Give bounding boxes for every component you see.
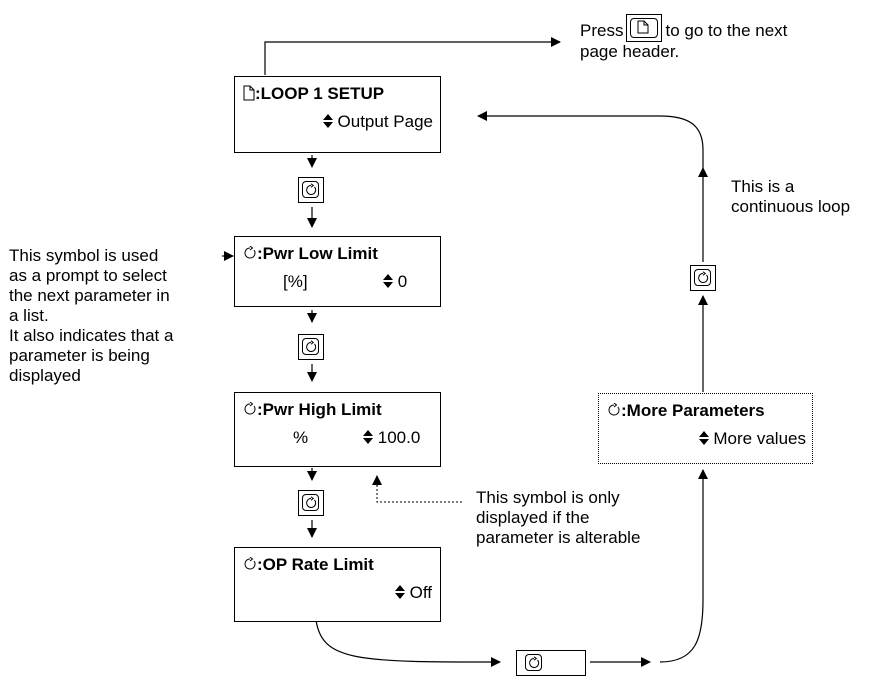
- scroll-icon: [698, 271, 709, 283]
- pwr-high-limit-box: :Pwr High Limit % 100.0: [234, 392, 441, 467]
- pwr-low-limit-box: :Pwr Low Limit [%] 0: [234, 236, 441, 307]
- prompt-symbol-note: This symbol is used as a prompt to selec…: [9, 246, 173, 386]
- scroll-button[interactable]: [298, 490, 324, 516]
- prompt-line1: This symbol is used: [9, 246, 159, 265]
- press-text-after: to go to the next: [665, 21, 788, 40]
- next-page-note: Press to go to the next page header.: [580, 14, 787, 62]
- pwr-high-value: 100.0: [377, 428, 421, 447]
- page-icon: [243, 85, 255, 101]
- next-header-connector: [264, 37, 561, 75]
- up-down-arrows-icon: [322, 112, 333, 131]
- scroll-icon: [244, 245, 256, 259]
- scroll-icon: [306, 496, 317, 508]
- scroll-button[interactable]: [298, 177, 324, 203]
- more-params-title: :More Parameters: [621, 401, 765, 420]
- more-parameters-box: :More Parameters More values: [598, 393, 813, 464]
- op-rate-title: :OP Rate Limit: [257, 555, 374, 574]
- page-button[interactable]: [626, 14, 663, 42]
- scroll-icon: [306, 340, 317, 352]
- scroll-button[interactable]: [516, 650, 586, 676]
- prompt-line4: a list.: [9, 306, 49, 325]
- prompt-line2: as a prompt to select: [9, 266, 167, 285]
- scroll-icon: [306, 183, 317, 195]
- up-down-arrows-icon: [363, 428, 373, 447]
- alterable-line1: This symbol is only: [476, 488, 620, 507]
- pwr-high-unit: %: [293, 428, 309, 447]
- op-rate-limit-box: :OP Rate Limit Off: [234, 547, 441, 622]
- op-rate-value: Off: [409, 583, 432, 602]
- press-text: Press: [580, 21, 624, 40]
- scroll-icon: [244, 556, 256, 570]
- scroll-icon: [244, 401, 256, 415]
- scroll-icon: [529, 656, 540, 668]
- up-down-arrows-icon: [394, 583, 405, 602]
- alterable-symbol-note: This symbol is only displayed if the par…: [476, 488, 640, 548]
- prompt-line7: displayed: [9, 366, 81, 385]
- scroll-button[interactable]: [298, 334, 324, 360]
- up-down-arrows-icon: [698, 429, 709, 448]
- continuous-loop-note: This is a continuous loop: [731, 177, 850, 217]
- up-down-arrows-icon: [383, 272, 393, 291]
- pwr-low-value: 0: [397, 272, 408, 291]
- bottom-curve: [315, 619, 501, 667]
- return-curve: [477, 111, 704, 168]
- loop-line1: This is a: [731, 177, 795, 196]
- pwr-low-unit: [%]: [283, 272, 308, 291]
- alterable-line3: parameter is alterable: [476, 528, 641, 547]
- scroll-icon: [608, 402, 620, 416]
- prompt-line5: It also indicates that a: [9, 326, 174, 345]
- loop-setup-box: :LOOP 1 SETUP Output Page: [234, 76, 441, 153]
- pwr-high-title: :Pwr High Limit: [257, 400, 382, 419]
- loop-setup-title: :LOOP 1 SETUP: [255, 84, 385, 103]
- prompt-line6: parameter is being: [9, 346, 150, 365]
- press-text-line2: page header.: [580, 42, 680, 61]
- page-icon: [637, 20, 649, 34]
- prompt-line3: the next parameter in: [9, 286, 170, 305]
- loop-setup-value: Output Page: [337, 112, 433, 131]
- more-params-value: More values: [713, 429, 806, 448]
- alterable-pointer: [376, 479, 462, 503]
- loop-line2: continuous loop: [731, 197, 851, 216]
- pwr-low-title: :Pwr Low Limit: [257, 244, 378, 263]
- scroll-button[interactable]: [690, 265, 716, 291]
- alterable-line2: displayed if the: [476, 508, 590, 527]
